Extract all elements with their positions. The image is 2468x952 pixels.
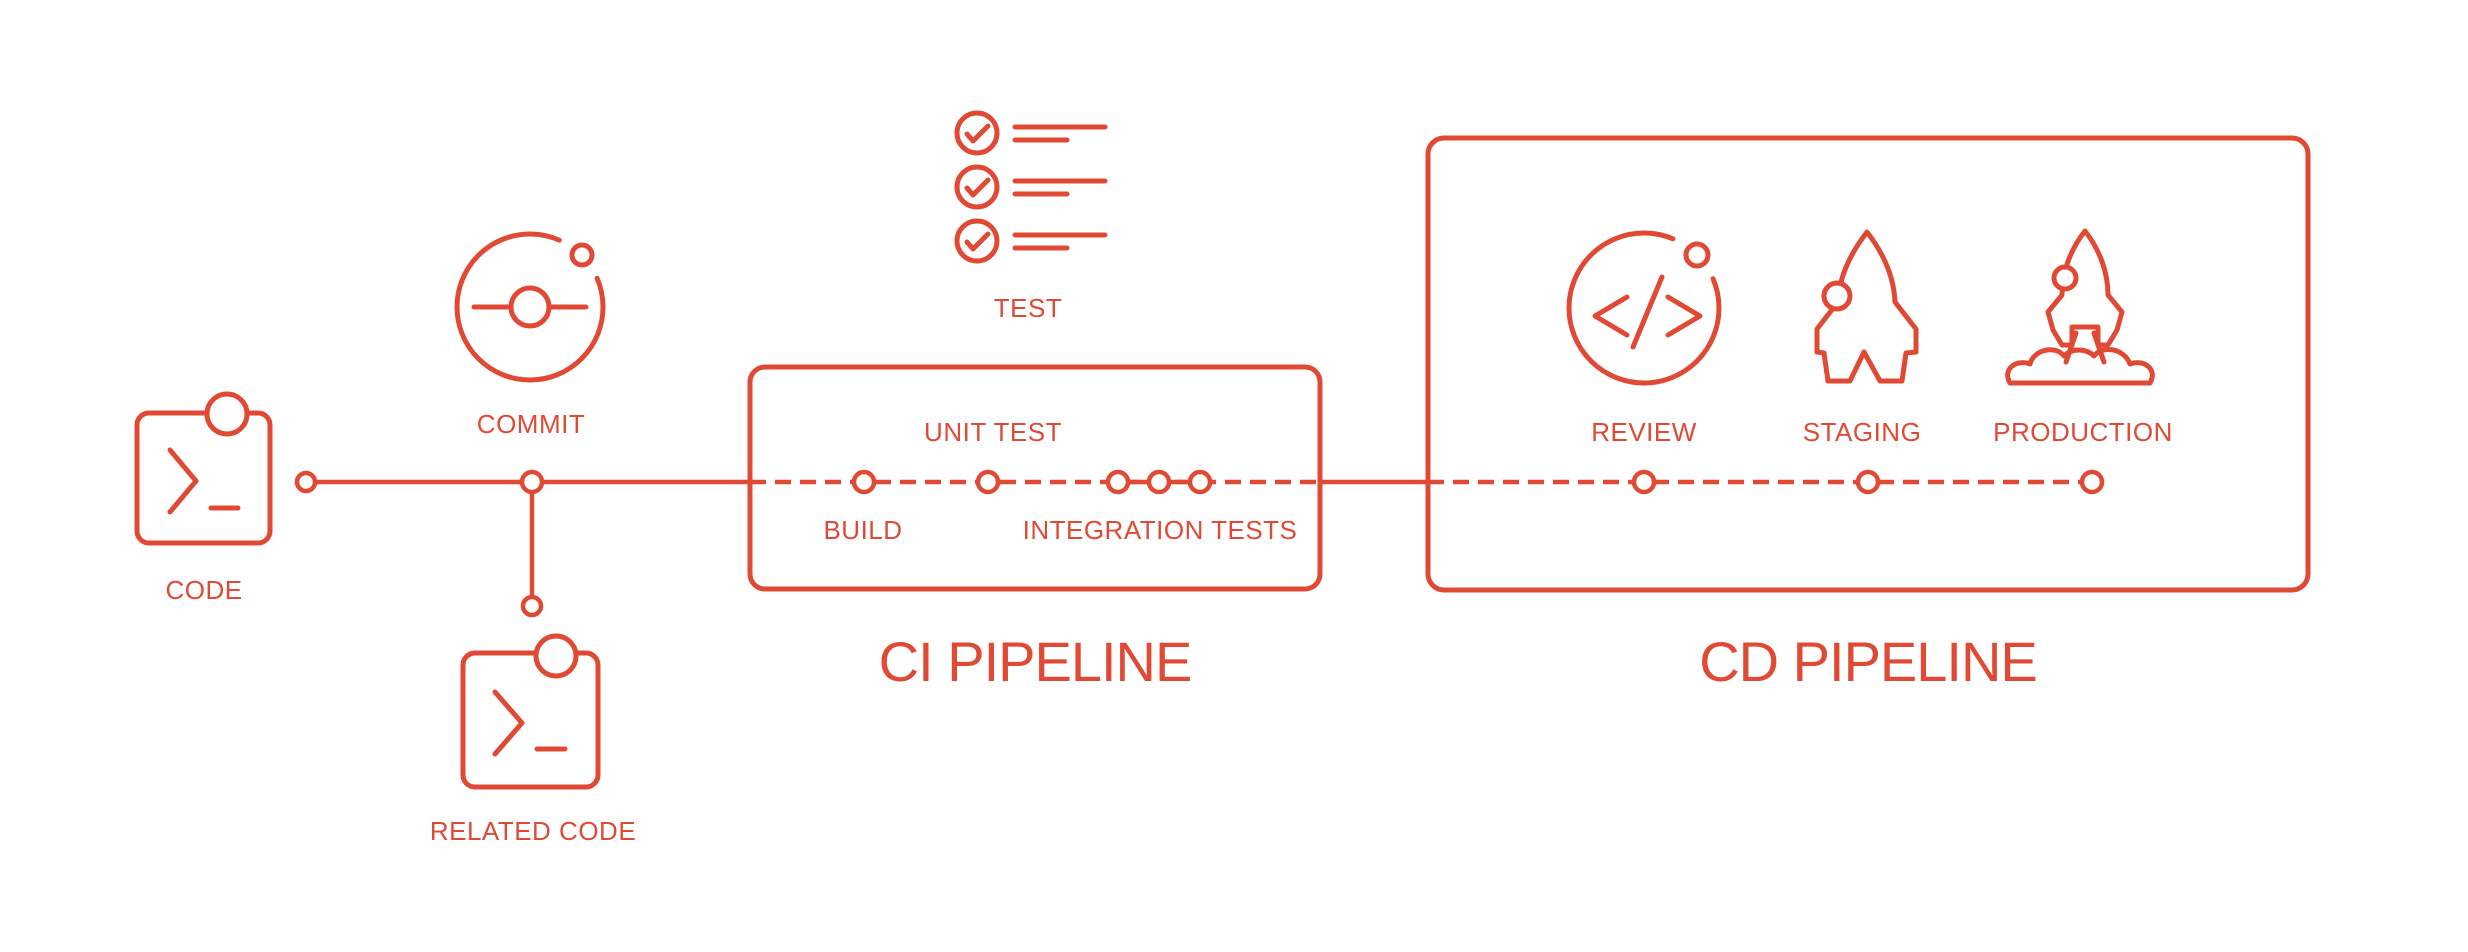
ci-pipeline-box xyxy=(747,364,1323,592)
code-terminal-icon xyxy=(134,391,273,546)
production-node xyxy=(2079,469,2105,495)
staging-rocket-icon xyxy=(1814,229,1919,384)
pipeline-nodes xyxy=(294,469,2105,618)
review-node xyxy=(1631,469,1657,495)
test-label: TEST xyxy=(993,293,1063,323)
related-code-node xyxy=(520,594,544,618)
start-node xyxy=(294,470,318,494)
exhaust-left xyxy=(2063,330,2079,365)
related-code-label: RELATED CODE xyxy=(429,816,637,846)
staging-label: STAGING xyxy=(1802,417,1922,447)
checklist-row-1 xyxy=(954,110,1108,156)
build-label: BUILD xyxy=(823,515,903,545)
commit-orbit-icon xyxy=(454,231,606,383)
commit-label: COMMIT xyxy=(476,409,586,439)
production-label: PRODUCTION xyxy=(1993,417,2173,447)
production-rocket-launch-icon xyxy=(2005,228,2155,386)
related-code-terminal-icon xyxy=(460,633,601,790)
code-label: CODE xyxy=(165,575,243,605)
integration-test-node-2 xyxy=(1146,469,1172,495)
exhaust-right xyxy=(2091,330,2107,365)
checklist-row-3 xyxy=(954,218,1108,264)
unit-test-node xyxy=(975,469,1001,495)
test-checklist-icon xyxy=(954,110,1108,264)
ci-pipeline-title: CI PIPELINE xyxy=(878,630,1193,693)
unit-test-label: UNIT TEST xyxy=(924,417,1062,447)
code-review-icon xyxy=(1566,230,1722,386)
staging-node xyxy=(1855,469,1881,495)
checklist-row-2 xyxy=(954,164,1108,210)
cd-pipeline-title: CD PIPELINE xyxy=(1699,630,2038,693)
integration-test-node-3 xyxy=(1187,469,1213,495)
integration-test-node-1 xyxy=(1105,469,1131,495)
integration-tests-label: INTEGRATION TESTS xyxy=(1022,515,1298,545)
cd-pipeline-box xyxy=(1425,135,2311,593)
commit-node xyxy=(519,469,545,495)
review-label: REVIEW xyxy=(1591,417,1697,447)
smoke-cloud xyxy=(2005,346,2155,386)
build-node xyxy=(851,469,877,495)
